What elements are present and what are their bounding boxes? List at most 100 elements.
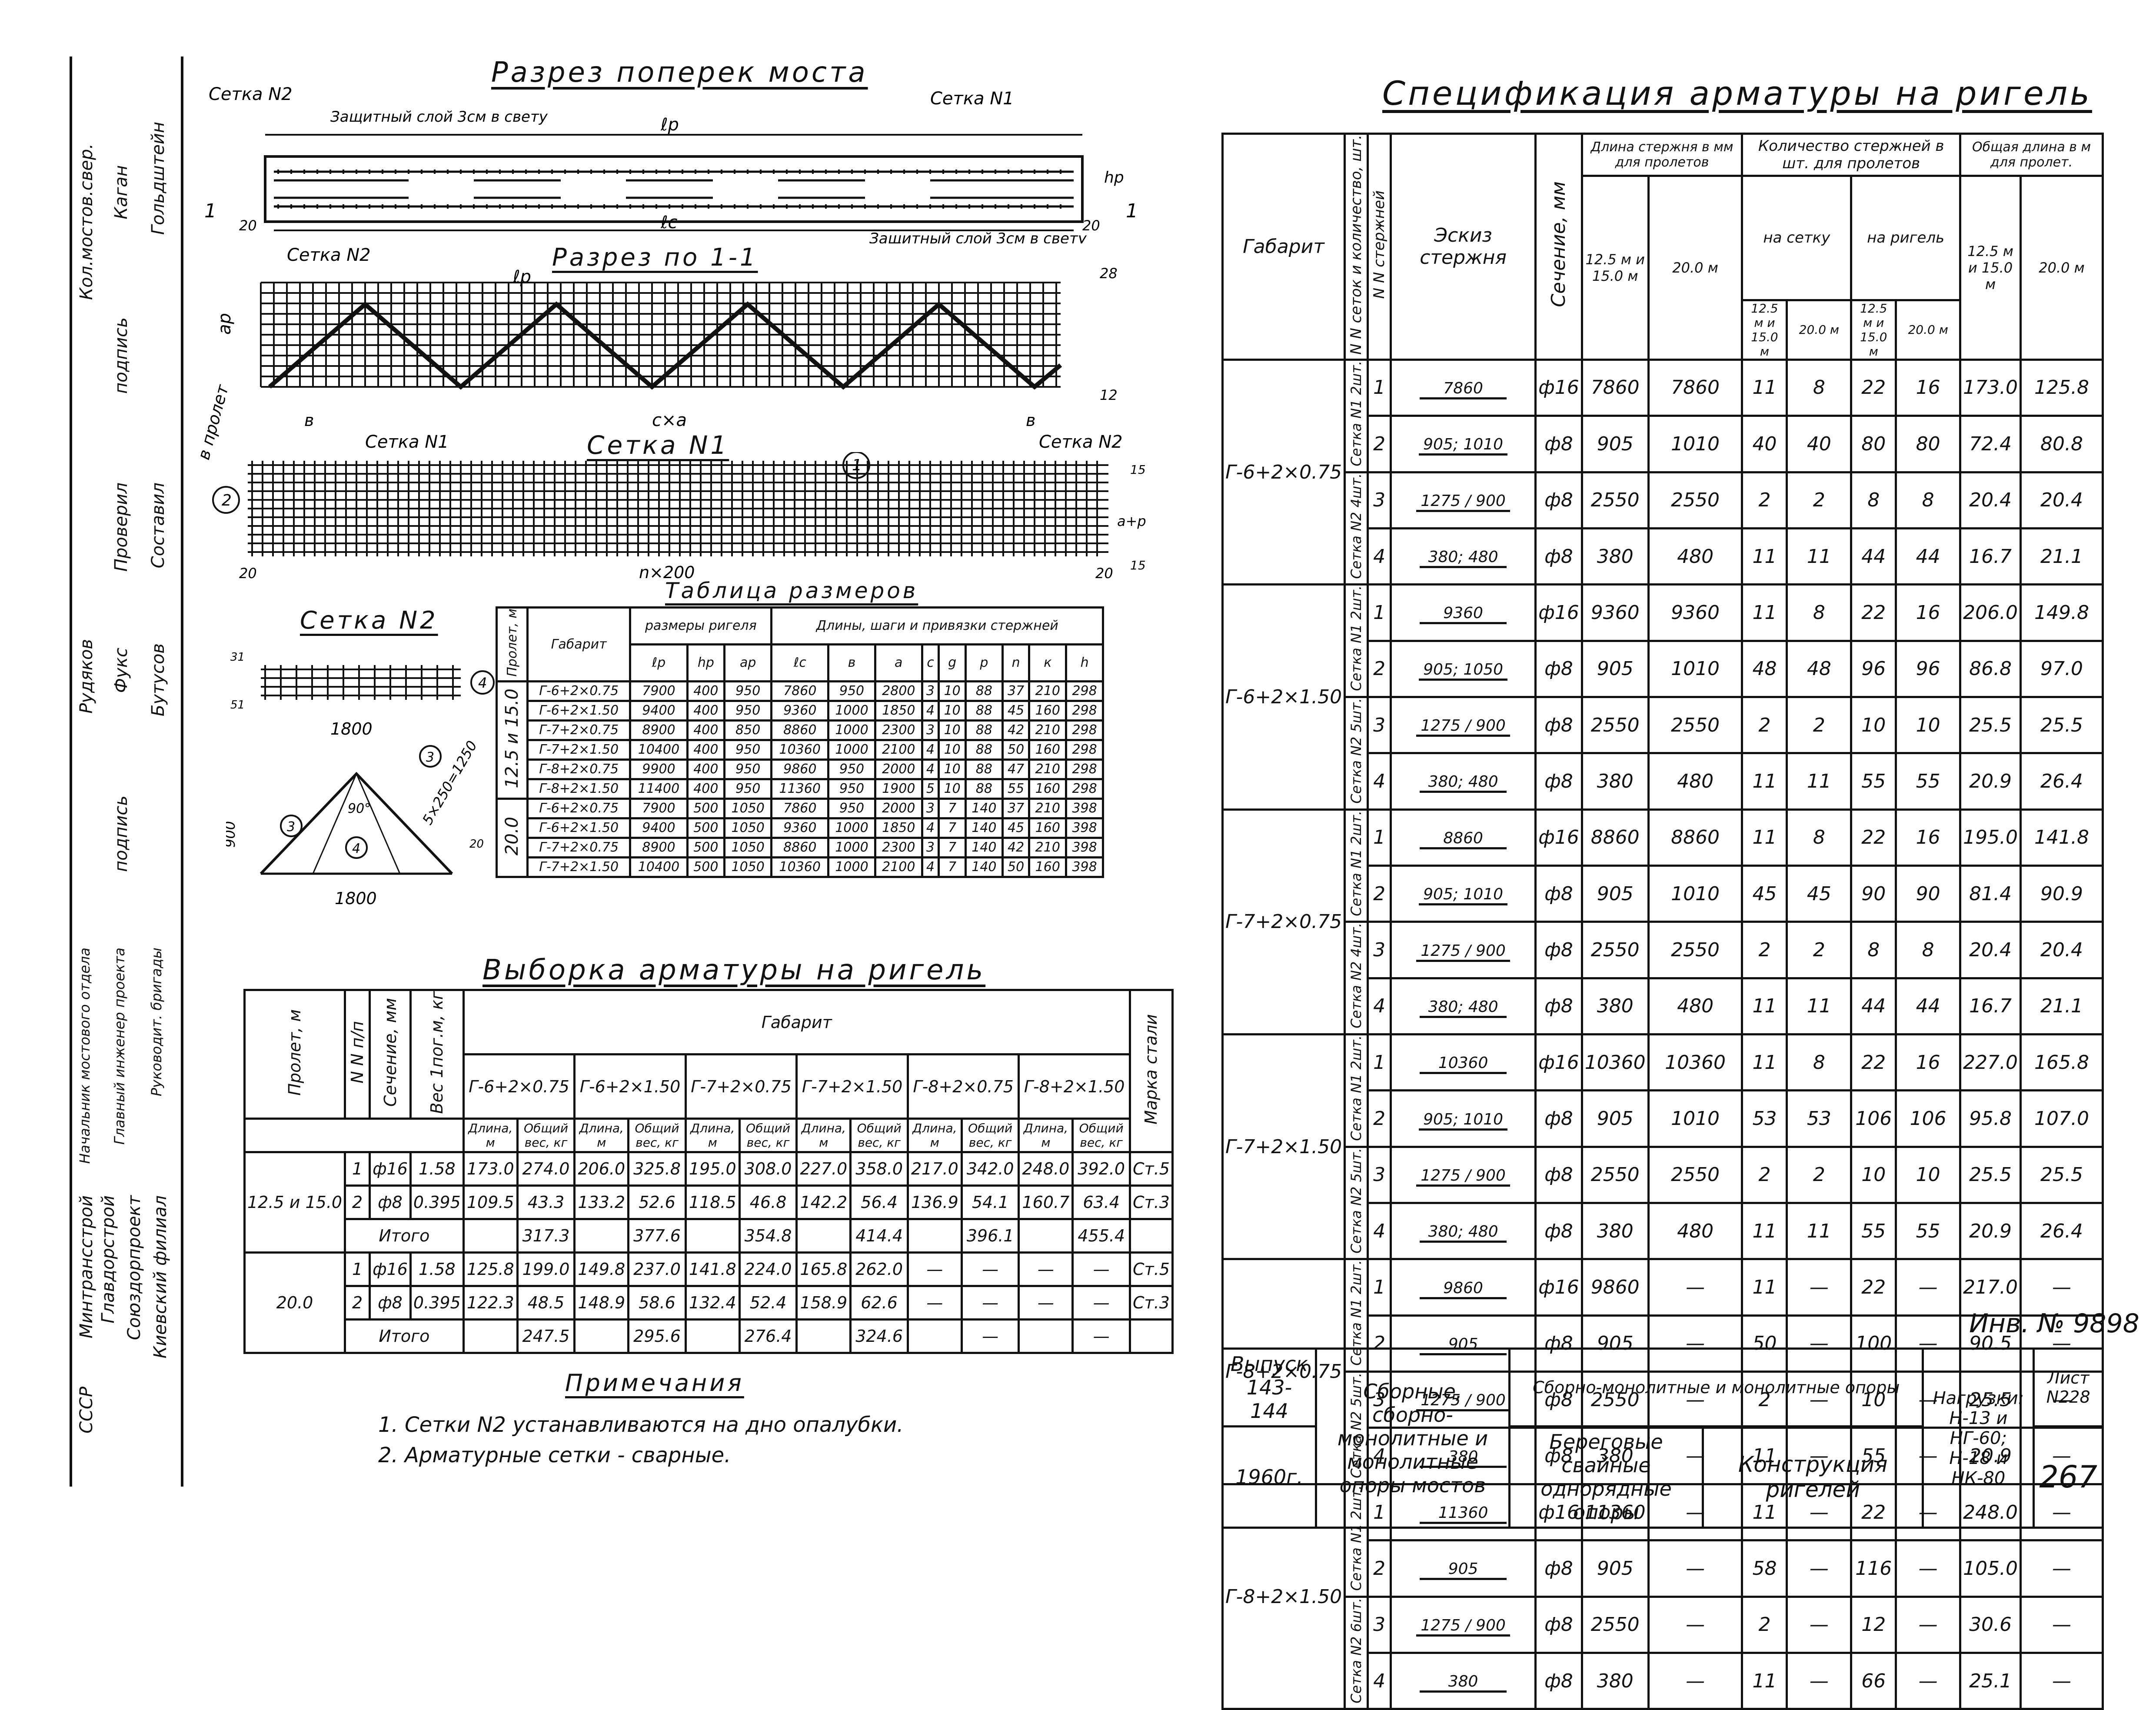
spec-cell: 1010 bbox=[1647, 415, 1743, 473]
spec-cell: 21.1 bbox=[2020, 527, 2104, 586]
spec-cell: ф8 bbox=[1534, 527, 1583, 586]
sel-sub-len: Длина, м bbox=[462, 1118, 519, 1154]
s11-label-mesh2b: Сетка N2 bbox=[1039, 432, 1123, 452]
spec-cell: — bbox=[2020, 1258, 2104, 1317]
spec-h-on-rig: на ригель bbox=[1850, 175, 1962, 301]
spec-cell: — bbox=[1786, 1651, 1853, 1710]
stamp-year: 1960г. bbox=[1221, 1425, 1317, 1529]
spec-cell: 22 bbox=[1850, 583, 1897, 642]
sel-cell: 63.4 bbox=[1071, 1184, 1131, 1221]
spec-cell: 44 bbox=[1850, 977, 1897, 1036]
sel-total: 247.5 bbox=[516, 1318, 576, 1354]
dims-cell: 1050 bbox=[723, 836, 773, 858]
sel-sub-len: Длина, м bbox=[906, 1118, 963, 1154]
spec-cell: 227.0 bbox=[1959, 1033, 2022, 1092]
sel-total: 414.4 bbox=[849, 1218, 909, 1254]
spec-cell: 96 bbox=[1850, 639, 1897, 698]
spec-sketch-label: 380 bbox=[1420, 1673, 1507, 1693]
stamp-loads: Нагрузки: Н-13 и НГ-60; Н-18 и НК-80 bbox=[1922, 1347, 2035, 1529]
spec-sketch-label: 8860 bbox=[1420, 829, 1507, 849]
dims-cell: 1850 bbox=[874, 817, 923, 839]
dims-cell: 398 bbox=[1065, 817, 1104, 839]
dims-cell: 9400 bbox=[629, 817, 689, 839]
spec-cell: 21.1 bbox=[2020, 977, 2104, 1036]
dims-cell: 37 bbox=[1001, 680, 1031, 702]
sel-steel: Ст.3 bbox=[1128, 1285, 1174, 1321]
spec-h-tot-sp2: 20.0 м bbox=[2020, 175, 2104, 361]
sel-itogo: Итого bbox=[344, 1318, 465, 1354]
spec-cell: 8 bbox=[1850, 921, 1897, 979]
m2-label-51: 51 bbox=[230, 699, 245, 712]
spec-sketch-label: 380; 480 bbox=[1420, 548, 1507, 569]
spec-cell: 11 bbox=[1741, 752, 1788, 811]
spec-cell: 12 bbox=[1850, 1595, 1897, 1654]
spec-cell: 7860 bbox=[1580, 358, 1650, 417]
spec-h-sec: Сечение, мм bbox=[1534, 133, 1583, 361]
spec-cell: ф8 bbox=[1534, 1145, 1583, 1204]
spec-sketch-label: 905; 1010 bbox=[1419, 885, 1508, 906]
dims-col-2: ар bbox=[723, 643, 773, 682]
spec-cell: 25.5 bbox=[2020, 695, 2104, 755]
dims-cell: 37 bbox=[1001, 797, 1031, 819]
spec-cell: 11 bbox=[1741, 808, 1788, 867]
dims-cell: 5 bbox=[921, 778, 940, 800]
spec-h-r-sp1: 12.5 м и 15.0 м bbox=[1850, 299, 1897, 361]
dims-cell: 298 bbox=[1065, 739, 1104, 761]
sel-cell: 125.8 bbox=[462, 1251, 519, 1287]
sel-h-no: N N п/п bbox=[344, 988, 371, 1120]
spec-sketch-label: 905; 1010 bbox=[1419, 1111, 1508, 1131]
dims-title: Таблица размеров bbox=[665, 578, 918, 603]
sel-cell: 141.8 bbox=[684, 1251, 741, 1287]
sel-total: — bbox=[1071, 1318, 1131, 1354]
spec-cell: 116 bbox=[1850, 1539, 1897, 1598]
spec-cell: 11 bbox=[1786, 1202, 1853, 1261]
dims-cell: 298 bbox=[1065, 758, 1104, 780]
spec-cell: 96 bbox=[1895, 639, 1962, 698]
sel-cell: 46.8 bbox=[738, 1184, 798, 1221]
m1-label-ap: а+р bbox=[1117, 513, 1146, 529]
sel-total: 324.6 bbox=[849, 1318, 909, 1354]
m2-label-20: 20 bbox=[469, 838, 484, 851]
spec-cell: — bbox=[1786, 1258, 1853, 1317]
spec-cell: — bbox=[1895, 1595, 1962, 1654]
spec-cell: 2550 bbox=[1580, 921, 1650, 979]
sel-gab-0: Г-6+2×0.75 bbox=[462, 1053, 576, 1120]
spec-sketch: 905; 1050 bbox=[1390, 639, 1537, 698]
cross-section-drawing: Сетка N2 Защитный слой 3см в свету ℓр Се… bbox=[204, 87, 1138, 243]
spec-mesh: Сетка N1 2шт. bbox=[1344, 583, 1369, 698]
sel-total: 377.6 bbox=[627, 1218, 687, 1254]
dims-cell: 88 bbox=[965, 739, 1004, 761]
sel-cell: 173.0 bbox=[462, 1151, 519, 1187]
stamp-sheet: Лист N228 bbox=[2033, 1347, 2104, 1427]
s11-label-b1: в bbox=[304, 411, 314, 430]
spec-cell: ф8 bbox=[1534, 695, 1583, 755]
spec-cell: 2550 bbox=[1580, 695, 1650, 755]
dims-cell: 140 bbox=[965, 836, 1004, 858]
spec-cell: 80 bbox=[1850, 415, 1897, 473]
sel-total: 295.6 bbox=[627, 1318, 687, 1354]
s11-label-mesh2a: Сетка N2 bbox=[287, 245, 371, 265]
dims-h-gab: Габарит bbox=[526, 606, 632, 682]
spec-sketch: 1275 / 900 bbox=[1390, 695, 1537, 755]
sel-total-len bbox=[1018, 1318, 1074, 1354]
notes-title: Примечания bbox=[565, 1369, 744, 1397]
spec-cell: 380 bbox=[1580, 752, 1650, 811]
stamp-series: Сборные, сборно-монолитные и монолитные … bbox=[1315, 1347, 1511, 1529]
spec-cell: 106 bbox=[1895, 1089, 1962, 1148]
sel-total-len bbox=[462, 1318, 519, 1354]
dims-cell: 210 bbox=[1028, 680, 1068, 702]
dims-cell: 398 bbox=[1065, 797, 1104, 819]
sel-cell: 58.6 bbox=[627, 1285, 687, 1321]
spec-sketch: 1275 / 900 bbox=[1390, 1595, 1537, 1654]
sel-cell: 118.5 bbox=[684, 1184, 741, 1221]
spec-cell: 80 bbox=[1895, 415, 1962, 473]
spec-h-len: Длина стержня в мм для пролетов bbox=[1580, 133, 1743, 177]
spec-cell: — bbox=[2020, 1539, 2104, 1598]
sel-total-len bbox=[795, 1318, 852, 1354]
cs-label-hp: hр bbox=[1104, 169, 1124, 186]
